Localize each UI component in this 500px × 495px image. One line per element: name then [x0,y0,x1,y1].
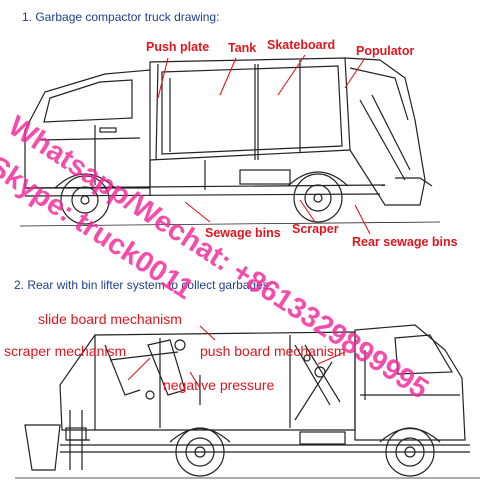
label-scraper: Scraper [292,222,339,236]
label-skateboard: Skateboard [267,38,336,52]
label-sewage-bins: Sewage bins [205,226,281,240]
label-negative-pressure: negative pressure [163,377,275,393]
section1-heading: 1. Garbage compactor truck drawing: [22,10,220,24]
label-slide-board-mechanism: slide board mechanism [38,311,182,327]
label-push-plate: Push plate [146,40,210,54]
section2-heading: 2. Rear with bin lifter system to collec… [14,278,273,292]
label-tank: Tank [228,41,257,55]
label-rear-sewage-bins: Rear sewage bins [352,235,458,249]
bin-lifter-truck-drawing [15,324,480,479]
compactor-truck-drawing [19,57,441,227]
label-populator: Populator [356,44,415,58]
label-scraper-mechanism: scraper mechanism [4,343,127,359]
label-push-board-mechanism: push board mechanism [200,343,346,359]
